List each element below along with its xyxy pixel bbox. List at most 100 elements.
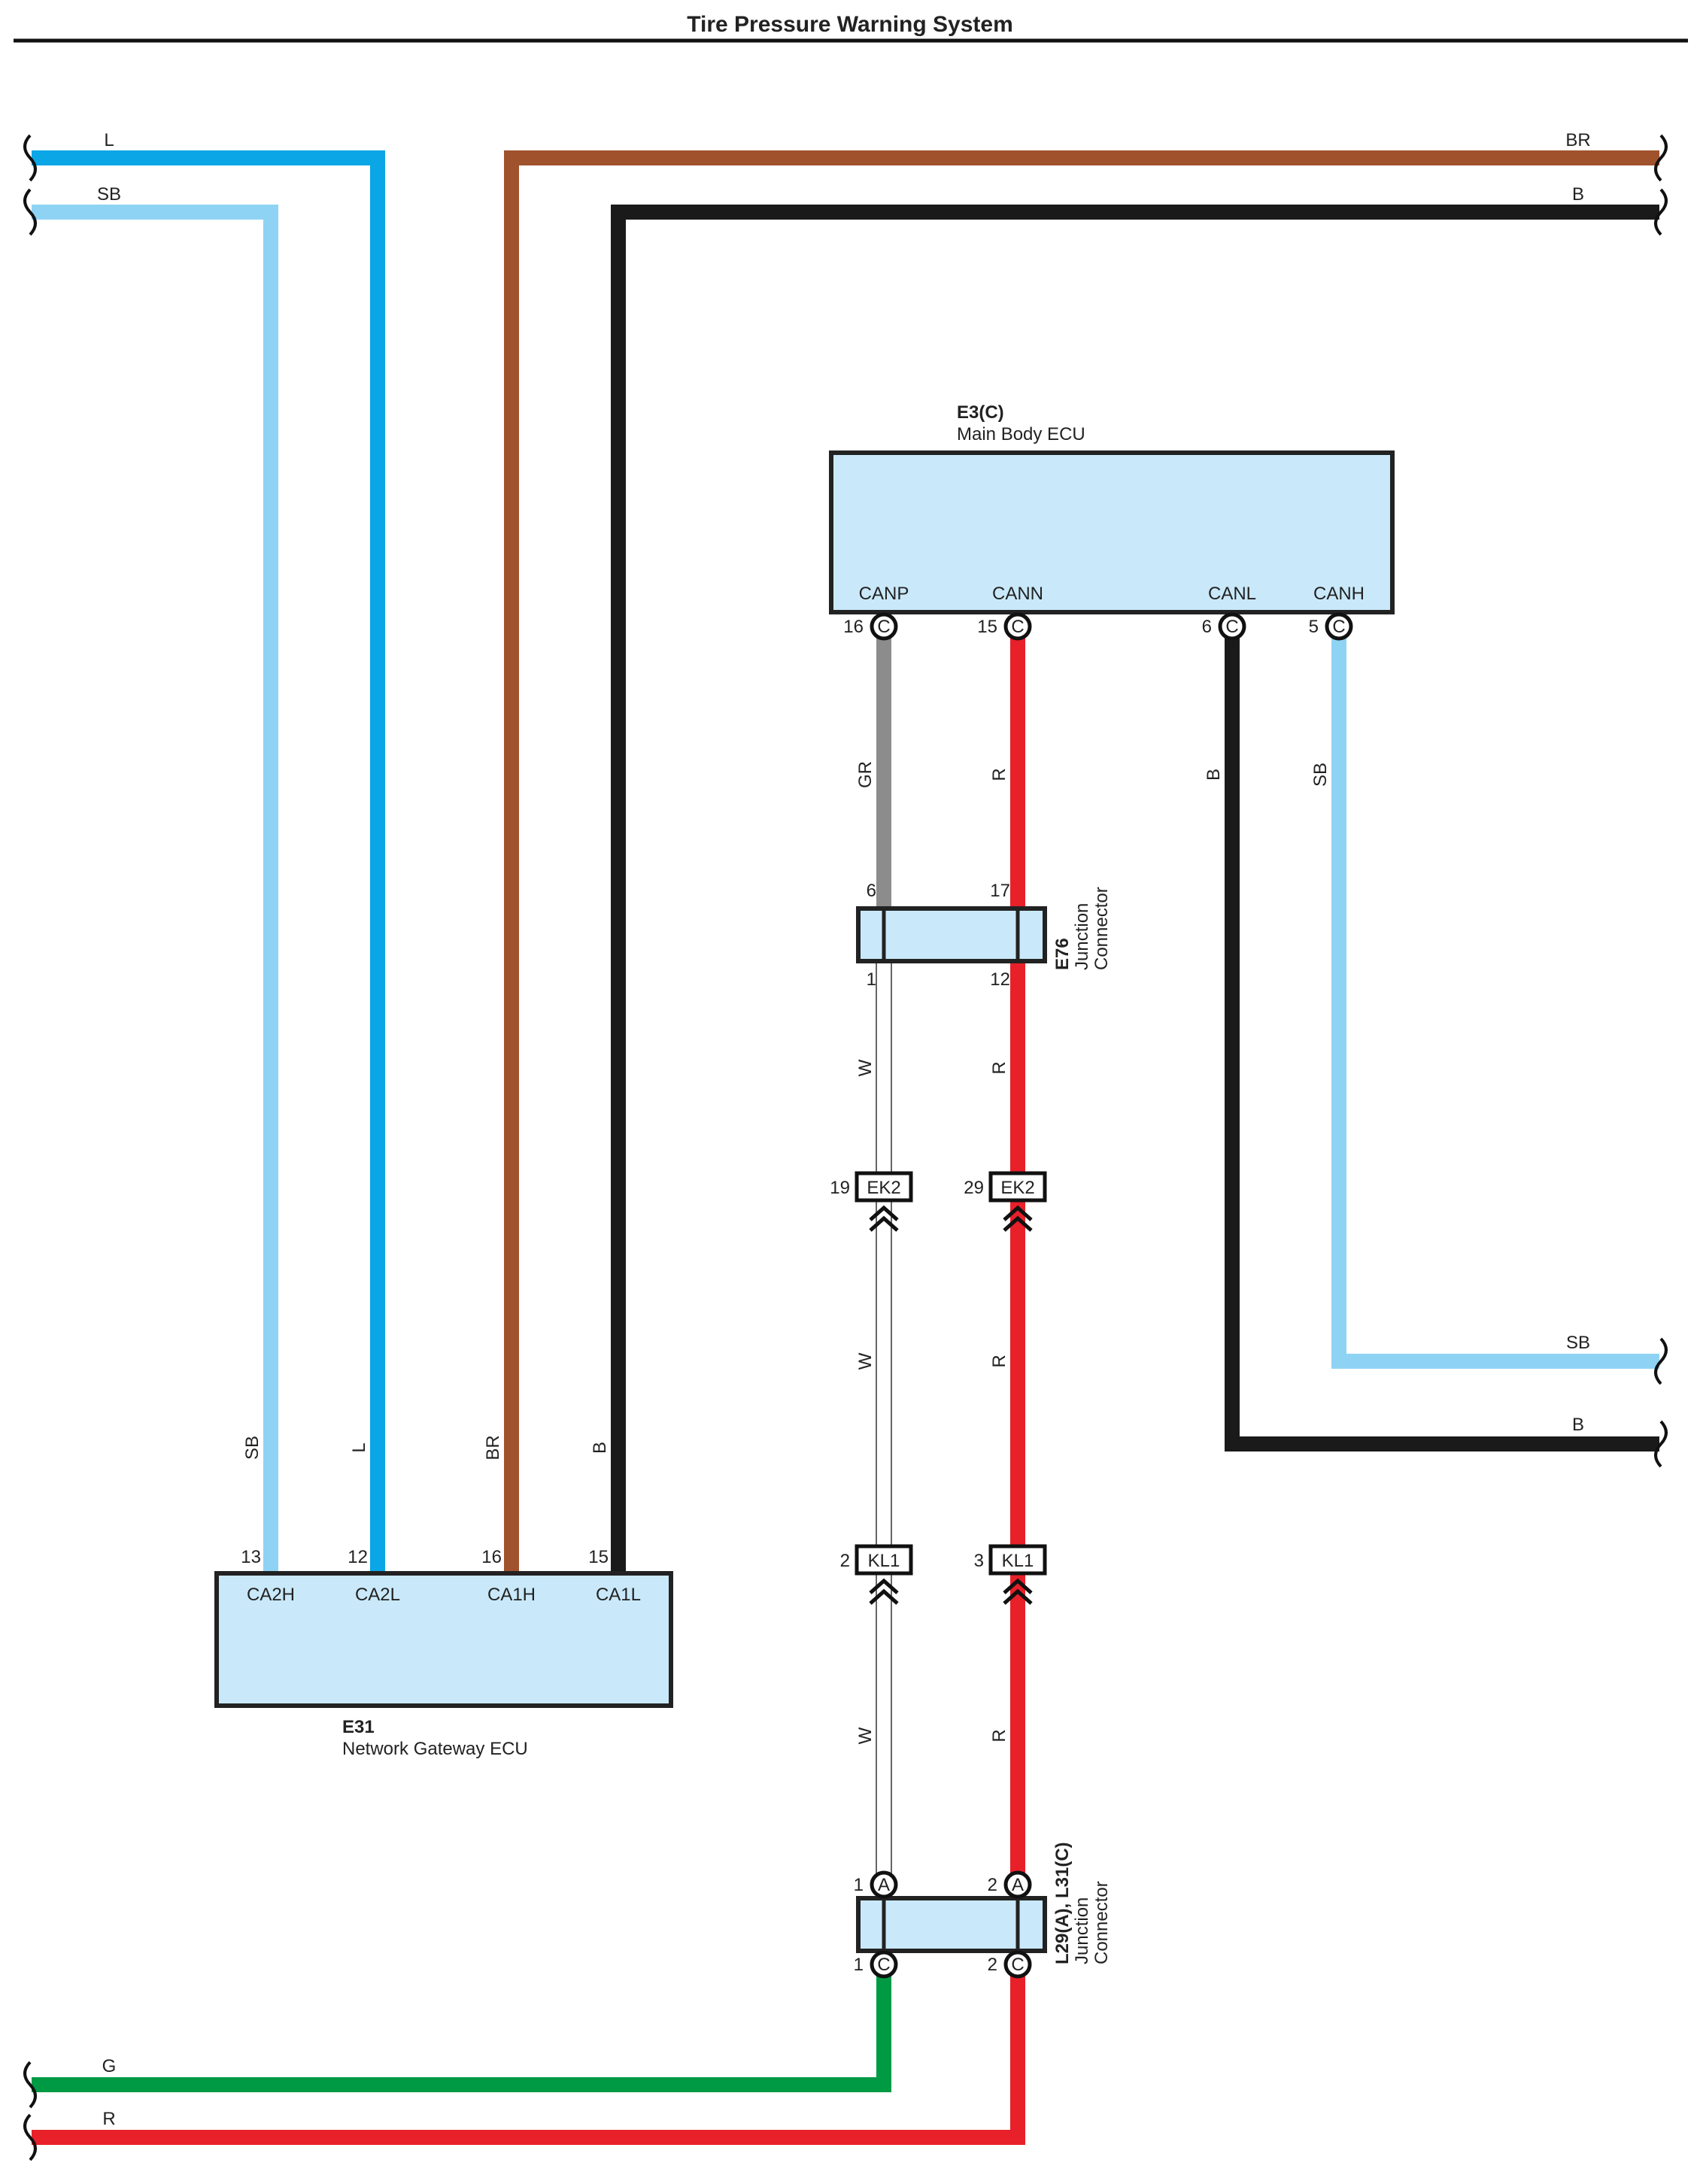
wire-label-R-vert-2: R — [989, 1061, 1009, 1074]
wire-G — [32, 1964, 891, 2092]
main-body-ecu-name: Main Body ECU — [957, 424, 1085, 444]
pin-name-canh: CANH — [1313, 584, 1365, 604]
svg-text:1: 1 — [854, 1955, 864, 1975]
ek2-connector-right: EK2 29 — [964, 1171, 1047, 1232]
wire-break-symbols — [23, 134, 1668, 2161]
wire-label-SB-right: SB — [1566, 1333, 1590, 1353]
wire-label-R-vert-4: R — [989, 1729, 1009, 1742]
e76-ref: E76 — [1052, 938, 1073, 970]
wire-label-B-vert-canl: B — [1204, 769, 1224, 781]
gateway-ecu-name: Network Gateway ECU — [342, 1739, 528, 1759]
wire-SB-canh — [1331, 632, 1659, 1369]
l29-name-2: Connector — [1091, 1881, 1112, 1964]
diagram-title: Tire Pressure Warning System — [687, 12, 1013, 37]
terminal-canh: C 5 — [1309, 612, 1353, 641]
wire-L — [32, 150, 385, 1572]
break-left-G — [23, 2061, 37, 2109]
wire-label-L-vert: L — [349, 1442, 369, 1452]
wire-label-B-right: B — [1572, 1415, 1584, 1435]
e76-box — [856, 906, 1047, 963]
main-body-ecu: E3(C) Main Body ECU CANP CANN CANL CANH … — [829, 402, 1395, 641]
svg-text:KL1: KL1 — [1002, 1551, 1034, 1571]
l29-terminal-top-left: A 1 — [854, 1870, 898, 1899]
svg-text:2: 2 — [988, 1875, 997, 1895]
wire-label-B-top: B — [1572, 184, 1584, 205]
wire-label-W-vert-2: W — [855, 1352, 876, 1370]
wire-label-G: G — [102, 2056, 117, 2076]
wire-label-GR-vert: GR — [855, 761, 876, 788]
pin-name-ca2l: CA2L — [355, 1585, 400, 1605]
pin-num-ca2h: 13 — [241, 1547, 261, 1567]
pin-name-ca1l: CA1L — [596, 1585, 641, 1605]
e76-junction-connector: 6 17 1 12 E76 Junction Connector — [856, 881, 1112, 990]
pin-name-canl: CANL — [1208, 584, 1256, 604]
terminal-canl: C 6 — [1202, 612, 1246, 641]
l29-box — [856, 1896, 1047, 1953]
svg-text:C: C — [1011, 617, 1024, 637]
svg-text:2: 2 — [840, 1551, 850, 1571]
l29-terminal-bottom-left: C 1 — [854, 1950, 898, 1979]
wire-label-BR-vert: BR — [483, 1435, 503, 1460]
l29-terminal-top-right: A 2 — [988, 1870, 1032, 1899]
l29-l31-junction-connector: A 1 A 2 C 1 C 2 L29(A), L31(C) Junction … — [854, 1842, 1112, 1979]
l29-name-1: Junction — [1072, 1897, 1092, 1964]
svg-text:3: 3 — [974, 1551, 984, 1571]
svg-text:5: 5 — [1309, 617, 1319, 637]
svg-text:KL1: KL1 — [868, 1551, 900, 1571]
pin-num-ca1l: 15 — [588, 1547, 609, 1567]
e76-pin-bottom-left: 1 — [867, 969, 876, 990]
break-right-BR — [1654, 134, 1668, 182]
wire-label-R-vert-3: R — [989, 1354, 1009, 1367]
wire-B-top — [611, 205, 1659, 1572]
terminal-canp: C 16 — [843, 612, 898, 641]
wire-label-B-vert: B — [590, 1442, 610, 1454]
e76-pin-top-right: 17 — [990, 881, 1010, 901]
e76-pin-top-left: 6 — [867, 881, 876, 901]
pin-name-ca1h: CA1H — [487, 1585, 536, 1605]
l29-terminal-bottom-right: C 2 — [988, 1950, 1032, 1979]
pin-num-ca1h: 16 — [481, 1547, 502, 1567]
break-right-B — [1654, 188, 1668, 236]
svg-text:16: 16 — [843, 617, 864, 637]
svg-text:C: C — [877, 1955, 890, 1975]
break-left-SB — [23, 188, 37, 236]
network-gateway-ecu: CA2H CA2L CA1H CA1L 13 12 16 15 E31 Netw… — [214, 1547, 673, 1759]
wire-label-W-vert-3: W — [855, 1727, 876, 1744]
svg-text:2: 2 — [988, 1955, 997, 1975]
break-right-SB — [1654, 1337, 1668, 1385]
wire-SB-left — [32, 205, 278, 1572]
wire-B-canl — [1225, 632, 1659, 1451]
svg-text:1: 1 — [854, 1875, 864, 1895]
e76-name-1: Junction — [1072, 903, 1092, 970]
pin-name-ca2h: CA2H — [247, 1585, 295, 1605]
break-right-B2 — [1654, 1420, 1668, 1468]
e76-name-2: Connector — [1091, 887, 1112, 970]
wire-R-bottom — [32, 1964, 1025, 2145]
svg-text:EK2: EK2 — [1000, 1178, 1034, 1198]
wire-label-R-bottom: R — [102, 2109, 115, 2129]
wire-label-SB-vert: SB — [242, 1436, 263, 1460]
pin-name-canp: CANP — [859, 584, 909, 604]
svg-text:C: C — [1225, 617, 1238, 637]
pin-num-ca2l: 12 — [348, 1547, 368, 1567]
svg-text:6: 6 — [1202, 617, 1212, 637]
gateway-ecu-ref: E31 — [342, 1717, 375, 1737]
svg-text:A: A — [1012, 1875, 1024, 1895]
svg-text:29: 29 — [964, 1178, 984, 1198]
terminal-cann: C 15 — [977, 612, 1032, 641]
wire-label-L-top: L — [104, 130, 114, 150]
svg-text:EK2: EK2 — [867, 1178, 900, 1198]
svg-text:A: A — [878, 1875, 890, 1895]
kl1-connector-left: KL1 2 — [840, 1544, 913, 1605]
l29-ref: L29(A), L31(C) — [1052, 1842, 1073, 1964]
ek2-connector-left: EK2 19 — [830, 1171, 913, 1232]
gateway-ecu-box — [214, 1571, 673, 1708]
svg-text:19: 19 — [830, 1178, 850, 1198]
wire-label-SB-vert-canh: SB — [1310, 763, 1331, 787]
wire-label-R-vert-1: R — [989, 768, 1009, 781]
break-left-R — [23, 2113, 37, 2161]
svg-text:C: C — [1332, 617, 1345, 637]
pin-name-cann: CANN — [992, 584, 1043, 604]
wire-label-SB-top: SB — [97, 184, 121, 205]
